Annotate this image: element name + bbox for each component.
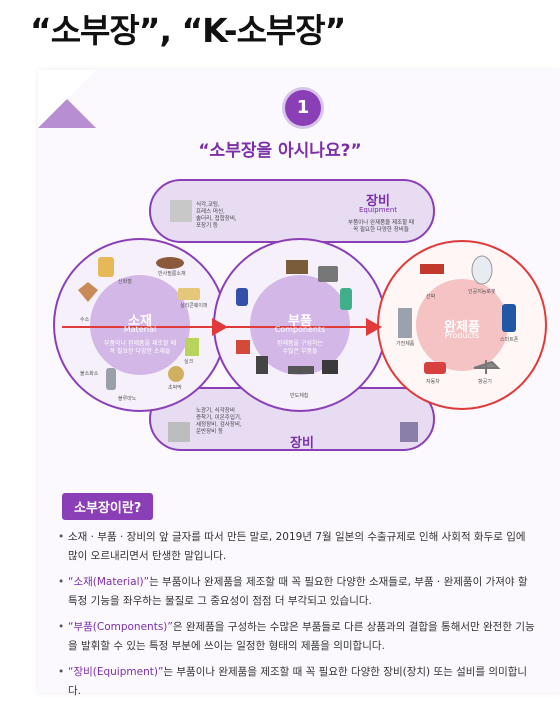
products-title: 완제품	[444, 320, 480, 335]
equipment-top-title: 장비	[366, 194, 390, 209]
material-item-label: 수소	[80, 317, 90, 323]
component-icon-semiconductor	[288, 366, 314, 374]
material-icon-cylinder	[106, 368, 116, 390]
definition-text: 는 부품이나 완제품을 제조할 때 꼭 필요한 다양한 소재들로, 부품 · 완…	[68, 576, 528, 607]
material-desc-1: 부품이나 완제품을 제조할 때	[104, 340, 176, 347]
material-subtitle: Material	[123, 325, 157, 334]
product-item-label: 자동차	[426, 379, 440, 385]
equipment-bottom-examples-1: 노광기, 식각장비	[196, 408, 235, 414]
product-item-label: 스마트폰	[500, 337, 519, 343]
components-desc-1: 완제품을 구성하는	[276, 340, 324, 347]
definition-text: 은 완제품을 구성하는 수많은 부품들로 다른 상품과의 결합을 통해서만 완전…	[68, 621, 535, 652]
definition-list: 소재 · 부품 · 장비의 앞 글자를 따서 만든 말로, 2019년 7월 일…	[58, 528, 538, 708]
page-fold-corner-white	[38, 70, 96, 128]
component-icon-battery	[256, 356, 268, 374]
equipment-bottom-examples-4: 운반장비 등	[196, 429, 224, 435]
definition-item: 소재 · 부품 · 장비의 앞 글자를 따서 만든 말로, 2019년 7월 일…	[58, 528, 538, 566]
product-icon-appliance	[398, 308, 412, 338]
equipment-bottom-examples-2: 증착기, 이온주입기,	[196, 415, 242, 421]
definition-text: 소재 · 부품 · 장비의 앞 글자를 따서 만든 말로, 2019년 7월 일…	[68, 531, 526, 562]
equipment-top-desc-1: 부품이나 완제품을 제조할 때	[348, 220, 414, 226]
equipment-top-subtitle: Equipment	[359, 206, 397, 214]
equipment-top-examples-2: 프레스 머신,	[196, 209, 225, 215]
equipment-bottom-title: 장비	[290, 436, 314, 451]
products-subtitle: Products	[444, 331, 480, 340]
material-item-label: 산화철	[118, 279, 132, 285]
component-icon-cpu	[318, 266, 338, 282]
product-item-label: 선박	[426, 294, 436, 300]
material-icon-pile	[156, 257, 184, 269]
equipment-icon-arm	[400, 422, 418, 442]
flow-arrow-2	[366, 318, 382, 336]
definition-item: “소재(Material)”는 부품이나 완제품을 제조할 때 꼭 필요한 다양…	[58, 573, 538, 611]
sobujang-diagram	[53, 179, 547, 451]
product-icon-airplane	[473, 360, 501, 374]
product-item-label: 항공기	[478, 379, 492, 385]
products-core	[416, 279, 508, 371]
component-item-label: 반도체칩	[290, 393, 309, 399]
material-item-label: 초박막	[168, 385, 182, 391]
definition-item: “장비(Equipment)”는 부품이나 완제품을 제조할 때 꼭 필요한 다…	[58, 663, 538, 701]
section-number-badge: 1	[285, 90, 321, 126]
product-item-label: 인공지능로봇	[468, 289, 496, 295]
components-subtitle: Components	[274, 325, 326, 334]
product-icon-robot	[471, 255, 493, 285]
product-icon-smartphone	[502, 304, 516, 332]
section-question: “소부장을 아시나요?”	[198, 141, 362, 161]
components-title: 부품	[288, 314, 312, 329]
material-item-label: 실크	[184, 359, 194, 365]
equipment-top-examples-3: 솔더리, 접합장비,	[196, 216, 237, 222]
definition-term: “소재(Material)”	[68, 576, 150, 588]
product-item-label: 가전제품	[396, 341, 415, 347]
equipment-top-examples-4: 포장기 등	[196, 223, 218, 229]
material-item-label: 반사필름소재	[158, 271, 186, 277]
components-core	[250, 275, 350, 375]
material-item-label: 실리콘웨이퍼	[180, 303, 208, 309]
page-title: “소부장”, “K-소부장”	[30, 11, 346, 50]
component-icon-capacitor	[236, 288, 248, 306]
material-icon-roll	[178, 288, 200, 300]
definition-item: “부품(Components)”은 완제품을 구성하는 수많은 부품들로 다른 …	[58, 618, 538, 656]
material-icon-can	[98, 257, 114, 277]
equipment-top-examples-1: 식각,코팅,	[196, 202, 220, 208]
component-icon-sensor	[340, 288, 352, 310]
component-icon-board	[286, 260, 308, 274]
component-icon-chip	[236, 340, 250, 354]
material-icon-shape	[78, 282, 98, 302]
definition-term: “부품(Components)”	[68, 621, 173, 633]
components-desc-2: 수많은 부품들	[282, 348, 318, 355]
material-item-label: 블루마노	[118, 396, 137, 402]
material-desc-2: 꼭 필요한 다양한 소재들	[109, 348, 171, 355]
material-core	[90, 275, 190, 375]
section-label: 소부장이란?	[62, 493, 154, 520]
flow-arrow-1	[212, 318, 228, 336]
equipment-top-desc-2: 꼭 필요한 다양한 장비들	[353, 227, 409, 233]
equipment-icon-robot-arm	[168, 422, 190, 442]
component-icon-module	[322, 360, 338, 374]
material-title: 소재	[128, 314, 152, 329]
product-icon-car	[424, 362, 446, 374]
product-icon-ship	[420, 264, 444, 274]
equipment-bottom-examples-3: 세정장비, 검사장비,	[196, 422, 242, 428]
material-item-label: 불소화소	[80, 371, 99, 377]
definition-term: “장비(Equipment)”	[68, 666, 164, 678]
material-icon-sheet	[185, 338, 199, 356]
material-icon-wafer	[168, 366, 184, 382]
equipment-icon-machine	[170, 200, 192, 222]
